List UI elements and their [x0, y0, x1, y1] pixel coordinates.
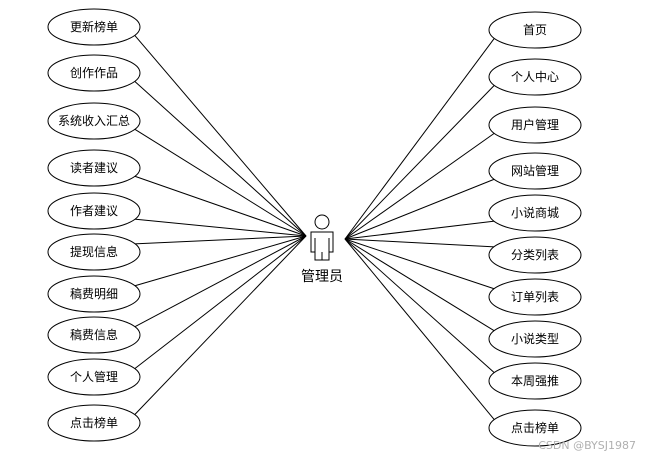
use-case-right-4: 网站管理: [488, 152, 582, 190]
association-line-left-2: [134, 80, 307, 237]
use-case-label: 作者建议: [70, 204, 118, 218]
use-case-ellipse: [47, 316, 141, 354]
use-case-right-5: 小说商城: [488, 194, 582, 232]
use-case-ellipse: [47, 358, 141, 396]
use-case-label: 点击榜单: [511, 420, 559, 435]
association-line-right-6: [344, 238, 495, 248]
use-case-label: 小说类型: [511, 331, 559, 346]
use-case-left-1: 更新榜单: [47, 8, 141, 46]
use-case-ellipse: [488, 11, 582, 49]
association-line-right-1: [344, 37, 495, 240]
use-case-ellipse: [47, 8, 141, 46]
use-case-ellipse: [488, 236, 582, 274]
use-case-label: 个人管理: [70, 369, 118, 384]
use-case-left-2: 创作作品: [47, 54, 141, 92]
use-case-ellipse: [488, 278, 582, 316]
use-case-ellipse: [488, 362, 582, 400]
association-line-left-6: [134, 235, 307, 245]
association-line-right-3: [344, 132, 495, 240]
use-case-right-6: 分类列表: [488, 236, 582, 274]
association-line-right-4: [344, 178, 495, 240]
use-case-left-9: 个人管理: [47, 358, 141, 396]
association-line-right-7: [344, 238, 495, 290]
use-case-label: 更新榜单: [70, 19, 118, 34]
use-case-ellipse: [488, 194, 582, 232]
association-line-left-8: [134, 235, 307, 328]
left-use-cases: 更新榜单创作作品系统收入汇总读者建议作者建议提现信息稿费明细稿费信息个人管理点击…: [47, 8, 141, 442]
use-case-ellipse: [47, 54, 141, 92]
watermark: CSDN @BYSJ1987: [538, 439, 636, 452]
actor-label: 管理员: [301, 269, 343, 285]
association-line-right-10: [344, 238, 495, 421]
use-case-left-10: 点击榜单: [47, 404, 141, 442]
association-line-left-1: [134, 34, 307, 237]
use-case-ellipse: [488, 152, 582, 190]
use-case-ellipse: [47, 275, 141, 313]
use-case-ellipse: [488, 58, 582, 96]
use-case-label: 系统收入汇总: [58, 114, 130, 128]
use-case-left-4: 读者建议: [47, 149, 141, 187]
use-case-ellipse: [47, 102, 141, 140]
use-case-label: 创作作品: [70, 66, 118, 80]
use-case-right-7: 订单列表: [488, 278, 582, 316]
association-line-right-9: [344, 238, 495, 374]
use-case-label: 点击榜单: [70, 415, 118, 430]
use-case-ellipse: [47, 404, 141, 442]
use-case-label: 稿费信息: [70, 327, 118, 342]
use-case-right-10: 点击榜单: [488, 409, 582, 447]
use-case-label: 提现信息: [70, 244, 118, 259]
association-line-left-4: [134, 175, 307, 237]
use-case-ellipse: [47, 149, 141, 187]
use-case-right-1: 首页: [488, 11, 582, 49]
use-case-ellipse: [47, 192, 141, 230]
use-case-left-7: 稿费明细: [47, 275, 141, 313]
association-line-right-8: [344, 238, 495, 332]
association-line-left-7: [134, 235, 307, 287]
use-case-right-2: 个人中心: [488, 58, 582, 96]
association-line-left-9: [134, 235, 307, 370]
use-case-label: 本周强推: [511, 374, 559, 388]
use-case-label: 稿费明细: [70, 286, 118, 301]
association-line-right-2: [344, 84, 495, 240]
use-case-left-3: 系统收入汇总: [47, 102, 141, 140]
use-case-label: 首页: [523, 23, 547, 37]
association-line-right-5: [344, 220, 495, 240]
person-icon: [310, 214, 334, 261]
use-case-ellipse: [488, 320, 582, 358]
use-case-right-8: 小说类型: [488, 320, 582, 358]
association-line-left-3: [134, 128, 307, 237]
use-case-left-8: 稿费信息: [47, 316, 141, 354]
use-case-ellipse: [47, 233, 141, 271]
association-line-left-10: [134, 235, 307, 416]
use-case-right-9: 本周强推: [488, 362, 582, 400]
actor-administrator: 管理员: [301, 214, 343, 285]
association-line-left-5: [134, 218, 307, 237]
use-case-label: 个人中心: [511, 69, 559, 84]
association-lines: [134, 34, 495, 421]
use-case-label: 分类列表: [511, 248, 559, 262]
use-case-right-3: 用户管理: [488, 106, 582, 144]
use-case-left-5: 作者建议: [47, 192, 141, 230]
use-case-label: 读者建议: [70, 161, 118, 175]
use-case-label: 小说商城: [511, 205, 559, 220]
use-case-left-6: 提现信息: [47, 233, 141, 271]
use-case-label: 用户管理: [511, 117, 559, 132]
use-case-label: 网站管理: [511, 163, 559, 178]
use-case-ellipse: [488, 409, 582, 447]
use-case-ellipse: [488, 106, 582, 144]
use-case-label: 订单列表: [511, 290, 559, 304]
